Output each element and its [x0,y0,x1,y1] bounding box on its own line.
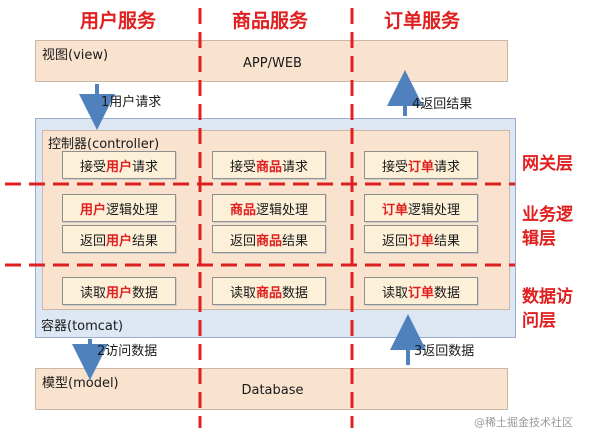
column-header-order: 订单服务 [384,10,461,32]
cell-prefix: 接受 [381,159,408,175]
container-title: 容器(tomcat) [41,319,124,334]
cell-order-read-data: 读取订单数据 [364,277,478,305]
layer-label-gateway: 网关层 [522,154,573,174]
cell-user-logic-process: 用户逻辑处理 [62,194,176,222]
arrow-label-2: 2访问数据 [97,344,158,359]
cell-suffix: 数据 [132,285,159,301]
model-center-label: Database [241,383,304,398]
cell-product-return-result: 返回商品结果 [212,225,326,253]
cell-service-name: 商品 [255,233,282,249]
cell-prefix: 返回 [229,233,256,249]
cell-service-name: 用户 [79,202,106,218]
cell-prefix: 读取 [381,285,408,301]
column-header-user: 用户服务 [80,10,157,32]
cell-suffix: 结果 [434,233,461,249]
cell-prefix: 接受 [229,159,256,175]
cell-service-name: 用户 [105,233,132,249]
layer-label-data: 数据访 问层 [522,287,573,331]
cell-prefix: 接受 [79,159,106,175]
cell-suffix: 数据 [434,285,461,301]
cell-service-name: 订单 [381,202,408,218]
cell-suffix: 逻辑处理 [408,202,461,218]
cell-suffix: 结果 [282,233,309,249]
cell-prefix: 返回 [79,233,106,249]
view-layer: 视图(view) APP/WEB [35,40,508,82]
cell-order-return-result: 返回订单结果 [364,225,478,253]
arrow-label-3: 3返回数据 [414,344,475,359]
cell-prefix: 读取 [79,285,106,301]
cell-suffix: 请求 [282,159,309,175]
cell-service-name: 订单 [407,159,434,175]
model-layer: 模型(model) Database [35,368,508,410]
cell-service-name: 用户 [105,159,132,175]
cell-prefix: 返回 [381,233,408,249]
cell-user-receive-request: 接受用户请求 [62,151,176,179]
cell-product-receive-request: 接受商品请求 [212,151,326,179]
controller-title: 控制器(controller) [48,137,160,152]
layer-label-business: 业务逻 辑层 [522,205,573,249]
watermark-text: @稀土掘金技术社区 [474,416,573,429]
cell-service-name: 用户 [105,285,132,301]
view-title: 视图(view) [42,48,109,63]
cell-suffix: 逻辑处理 [256,202,309,218]
cell-service-name: 商品 [255,285,282,301]
cell-order-logic-process: 订单逻辑处理 [364,194,478,222]
cell-suffix: 结果 [132,233,159,249]
arrow-label-1: 1用户请求 [101,95,162,110]
cell-product-read-data: 读取商品数据 [212,277,326,305]
cell-user-return-result: 返回用户结果 [62,225,176,253]
cell-service-name: 订单 [407,233,434,249]
arrow-label-4: 4返回结果 [412,97,473,112]
cell-prefix: 读取 [229,285,256,301]
cell-service-name: 商品 [229,202,256,218]
cell-user-read-data: 读取用户数据 [62,277,176,305]
column-header-product: 商品服务 [232,10,309,32]
cell-suffix: 请求 [132,159,159,175]
view-center-label: APP/WEB [243,56,302,71]
cell-product-logic-process: 商品逻辑处理 [212,194,326,222]
cell-suffix: 逻辑处理 [106,202,159,218]
cell-service-name: 商品 [255,159,282,175]
cell-service-name: 订单 [407,285,434,301]
cell-suffix: 数据 [282,285,309,301]
cell-order-receive-request: 接受订单请求 [364,151,478,179]
cell-suffix: 请求 [434,159,461,175]
